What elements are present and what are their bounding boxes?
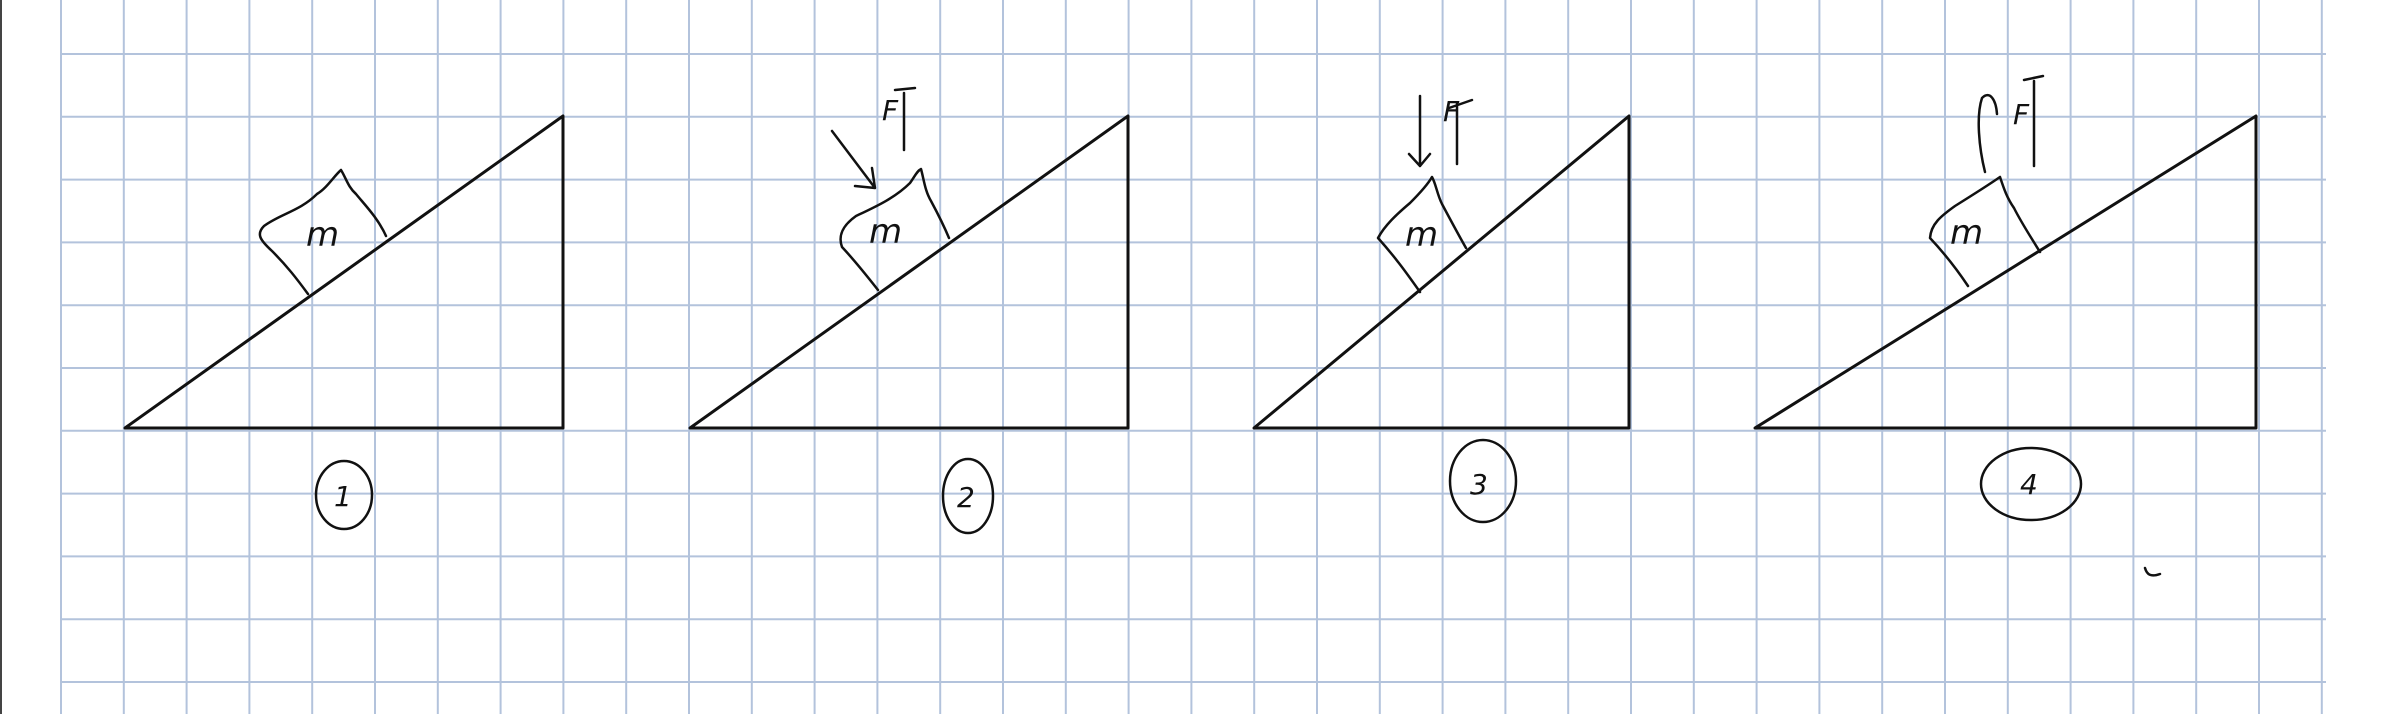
mass-label: m [1950, 213, 1983, 253]
force-label: F [882, 94, 899, 127]
force-arrow [830, 129, 877, 190]
stray-mark [2143, 566, 2162, 577]
block-outline [258, 168, 388, 296]
index-label: 1 [334, 480, 352, 513]
block-outline [839, 167, 951, 292]
index-circle [314, 459, 374, 531]
block-outline [1376, 175, 1468, 294]
index-label: 3 [1470, 468, 1488, 501]
force-arrow-stroke [1447, 98, 1474, 166]
force-label: F [1443, 95, 1460, 128]
index-label: 4 [2020, 468, 2038, 501]
index-circle [941, 457, 995, 535]
incline-triangle [123, 114, 565, 430]
grid [60, 0, 2326, 714]
mass-label: m [1405, 215, 1438, 255]
index-circle [1979, 446, 2083, 522]
figure-2: m F 2 [688, 86, 1130, 535]
mass-label: m [306, 215, 339, 255]
incline-triangle [1753, 114, 2258, 430]
block-outline [1928, 175, 2042, 288]
figure-4: m F 4 [1753, 74, 2258, 577]
force-arrow-stroke [893, 86, 917, 152]
mass-label: m [869, 212, 902, 252]
figure-3: m F 3 [1252, 94, 1631, 524]
incline-triangle [688, 114, 1130, 430]
force-arrow [1977, 93, 1999, 174]
force-label: F [2013, 98, 2030, 131]
figure-1: m 1 [123, 114, 565, 531]
index-circle [1448, 438, 1518, 524]
force-arrow-stroke [2022, 74, 2045, 168]
index-label: 2 [957, 481, 975, 514]
force-arrow [1407, 94, 1432, 168]
incline-triangle [1252, 114, 1631, 430]
